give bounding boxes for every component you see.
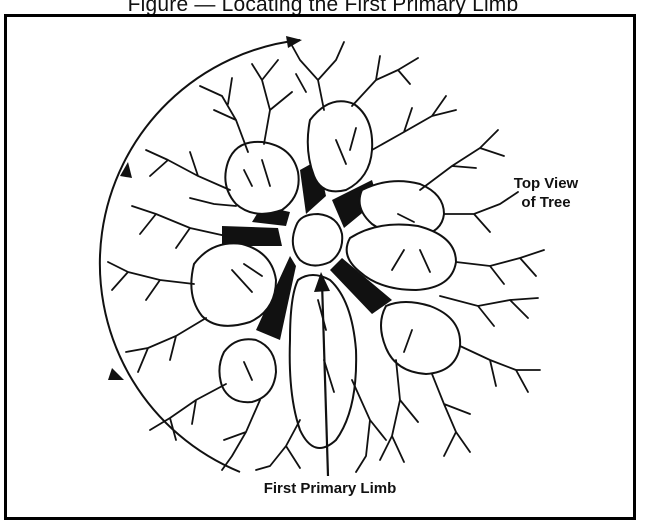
arrow-low-head bbox=[108, 368, 124, 380]
trunk bbox=[293, 214, 342, 266]
top-view-label: Top View of Tree bbox=[505, 174, 587, 212]
top-view-label-line2: of Tree bbox=[505, 193, 587, 212]
first-primary-limb-label: First Primary Limb bbox=[220, 479, 440, 498]
arrow-mid-head bbox=[120, 162, 132, 178]
top-view-label-line1: Top View bbox=[505, 174, 587, 193]
arrow-top-head bbox=[286, 36, 302, 48]
